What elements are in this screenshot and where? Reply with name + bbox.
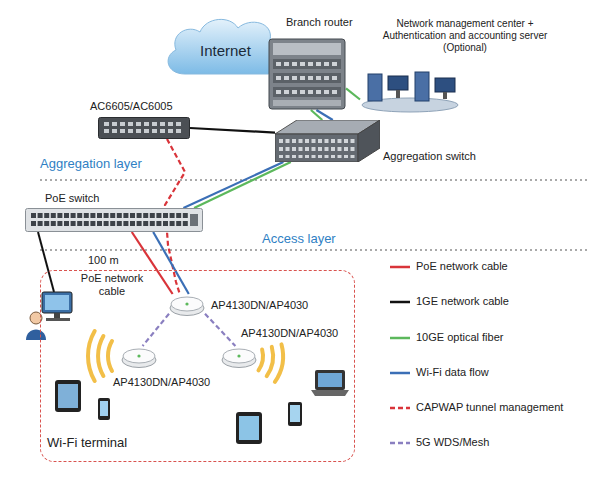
- ap-node: AP4130DN/AP4030: [169, 294, 205, 316]
- router-node: Branch router: [268, 38, 346, 110]
- switch-node: PoE switch: [25, 208, 203, 232]
- server-icon: [360, 68, 460, 113]
- ap-icon: [121, 346, 157, 368]
- connector: [143, 314, 169, 346]
- device-label: Aggregation switch: [383, 150, 476, 163]
- wifi-region: Wi-Fi terminalAP4130DN/AP4030AP4130DN/AP…: [40, 270, 355, 462]
- connector: [194, 162, 291, 208]
- ap-icon: [169, 294, 205, 316]
- pc-icon: [26, 292, 72, 340]
- cable-note: PoE network cable: [76, 272, 148, 298]
- legend-text: PoE network cable: [416, 260, 508, 273]
- connector: [346, 88, 360, 99]
- server-node: Network management center + Authenticati…: [360, 68, 460, 113]
- layer-divider: [40, 179, 590, 180]
- legend-text: 5G WDS/Mesh: [416, 436, 489, 449]
- ap-node: AP4130DN/AP4030: [221, 346, 257, 368]
- cloud-label: Internet: [200, 42, 251, 60]
- controller-node: AC6605/AC6005: [98, 117, 190, 139]
- region-label: Wi-Fi terminal: [47, 435, 127, 451]
- ap-icon: [221, 346, 257, 368]
- router-icon: [268, 38, 346, 110]
- device-label: Branch router: [286, 16, 353, 29]
- connector: [153, 232, 189, 294]
- legend-text: CAPWAP tunnel management: [416, 401, 563, 414]
- device-label: PoE switch: [45, 192, 99, 205]
- terminal-icons: [55, 370, 349, 444]
- layer-divider: [40, 249, 590, 250]
- switch-node: Aggregation switch: [275, 120, 380, 162]
- device-label: AC6605/AC6005: [90, 100, 173, 113]
- legend-samples: [390, 267, 410, 443]
- connector: [316, 110, 332, 120]
- device-label: AP4130DN/AP4030: [113, 376, 210, 389]
- layer-label: Access layer: [262, 231, 336, 247]
- connector: [205, 314, 235, 346]
- ap-node: AP4130DN/AP4030: [121, 346, 157, 368]
- ac-icon: [98, 117, 190, 139]
- layer-label: Aggregation layer: [40, 156, 142, 172]
- device-label: AP4130DN/AP4030: [211, 299, 308, 312]
- switch-icon: [25, 208, 203, 232]
- legend-text: 1GE network cable: [416, 295, 509, 308]
- cable-length: 100 m: [88, 254, 119, 267]
- device-label: AP4130DN/AP4030: [241, 327, 338, 340]
- connector: [132, 232, 173, 294]
- legend-text: Wi-Fi data flow: [416, 366, 489, 379]
- legend-text: 10GE optical fiber: [416, 331, 503, 344]
- connector: [190, 128, 275, 133]
- device-label: Network management center + Authenticati…: [365, 18, 565, 54]
- switch-icon: [275, 120, 380, 162]
- connector: [183, 162, 283, 208]
